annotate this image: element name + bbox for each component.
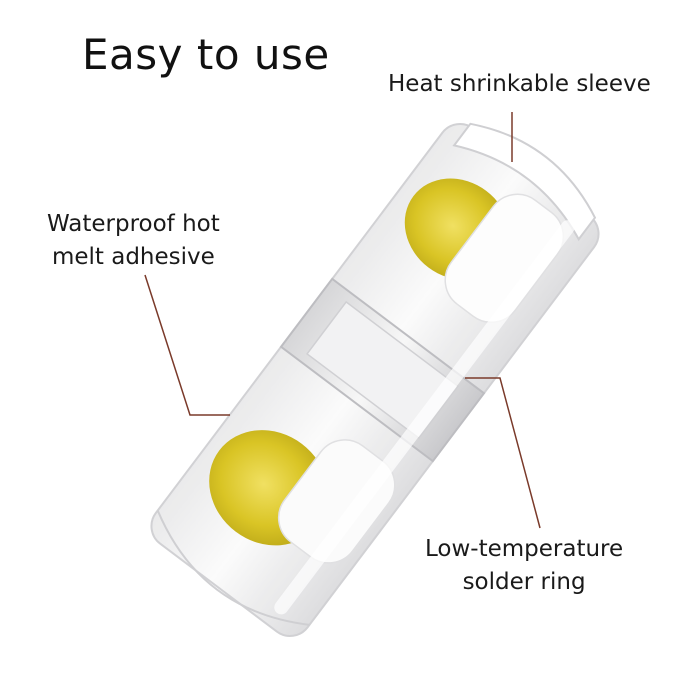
- label-adhesive-line1: Waterproof hot: [47, 211, 220, 237]
- page-title: Easy to use: [82, 30, 330, 79]
- label-adhesive-line2: melt adhesive: [51, 244, 215, 270]
- tube-body: [150, 122, 600, 638]
- label-solder-line2: solder ring: [462, 569, 586, 595]
- label-sleeve-text: Heat shrinkable sleeve: [388, 71, 651, 97]
- label-heat-shrinkable-sleeve: Heat shrinkable sleeve: [388, 68, 651, 101]
- label-solder-line1: Low-temperature: [425, 536, 624, 562]
- leader-line-solder: [465, 377, 541, 529]
- label-solder-ring: Low-temperature solder ring: [425, 533, 623, 599]
- leader-line-adhesive: [144, 274, 230, 416]
- sleeve-highlight: [274, 220, 575, 615]
- lower-inner-core: [277, 439, 396, 564]
- label-waterproof-adhesive: Waterproof hot melt adhesive: [47, 208, 220, 274]
- solder-ring-inner: [306, 300, 460, 440]
- sleeve-open-end: [452, 122, 597, 242]
- upper-inner-core: [444, 193, 565, 324]
- sleeve-bottom-end: [156, 510, 310, 626]
